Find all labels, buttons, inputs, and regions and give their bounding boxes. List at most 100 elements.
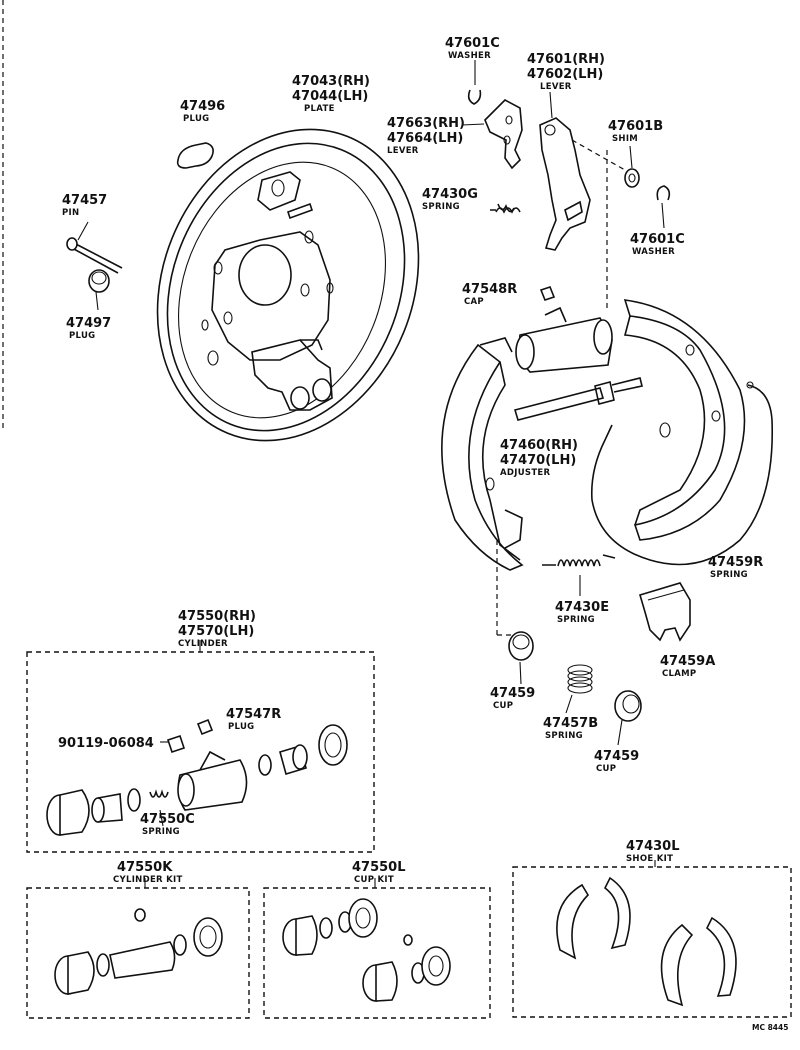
clamp-47459a-drawing <box>639 582 691 642</box>
part-name: LEVER <box>540 82 572 92</box>
label-cylinder-kit: 47550K CYLINDER KIT <box>113 860 183 885</box>
cup-kit-drawing <box>282 898 451 1002</box>
label-cup-b: 47459 CUP <box>594 749 639 774</box>
spring-47459r-drawing <box>590 381 774 566</box>
part-name: PLUG <box>69 331 95 341</box>
part-name: CAP <box>464 297 484 307</box>
part-number: 47497 <box>66 316 111 331</box>
part-number-lh: 47044(LH) <box>292 89 368 104</box>
reference-code: MC 8445 <box>752 1023 788 1032</box>
spring-47430e-drawing <box>542 554 616 596</box>
part-number-rh: 47663(RH) <box>387 116 465 131</box>
part-number: 47457 <box>62 193 107 208</box>
part-number: 47550K <box>117 860 173 875</box>
label-washer-top: 47601C WASHER <box>445 36 500 61</box>
cup-kit-box <box>263 887 491 1019</box>
part-number-rh: 47043(RH) <box>292 74 370 89</box>
part-name: PLUG <box>183 114 209 124</box>
part-name: CUP <box>493 701 513 711</box>
part-name: CUP <box>596 764 616 774</box>
part-name: LEVER <box>387 146 419 156</box>
part-number: 47548R <box>462 282 517 297</box>
label-bleeder: 90119-06084 <box>58 736 154 751</box>
part-number: 47601C <box>630 232 685 247</box>
part-number: 47547R <box>226 707 281 722</box>
part-number: 47430L <box>626 839 680 854</box>
washer-47601c-top-drawing <box>467 60 482 105</box>
part-number-lh: 47570(LH) <box>178 624 254 639</box>
part-name: SPRING <box>142 827 180 837</box>
label-plate: 47043(RH) 47044(LH) PLATE <box>292 74 370 114</box>
label-clamp: 47459A CLAMP <box>660 654 715 679</box>
part-number-rh: 47601(RH) <box>527 52 605 67</box>
label-lever-47601: 47601(RH) 47602(LH) LEVER <box>527 52 605 92</box>
label-lever-47663: 47663(RH) 47664(LH) LEVER <box>387 116 465 156</box>
part-number-lh: 47602(LH) <box>527 67 603 82</box>
part-name: CYLINDER <box>178 639 228 649</box>
label-spring-47550c: 47550C SPRING <box>140 812 195 837</box>
part-number: 47459 <box>490 686 535 701</box>
part-name: SPRING <box>422 202 460 212</box>
part-number: 47601C <box>445 36 500 51</box>
part-number-rh: 47460(RH) <box>500 438 578 453</box>
shoe-kit-drawing <box>556 876 737 1007</box>
part-number: 47459A <box>660 654 715 669</box>
spring-47430g-drawing <box>490 203 521 214</box>
part-number: 47430E <box>555 600 609 615</box>
label-spring-47430g: 47430G SPRING <box>422 187 478 212</box>
part-number: 47601B <box>608 119 663 134</box>
pin-47457-drawing <box>66 221 123 274</box>
plug-47496-drawing <box>176 142 214 169</box>
label-spring-47457b: 47457B SPRING <box>543 716 598 741</box>
cylinder-kit-drawing <box>54 908 223 995</box>
cup-47459-b-drawing <box>614 690 642 746</box>
part-number: 47496 <box>180 99 225 114</box>
part-name: SPRING <box>710 570 748 580</box>
adjuster-drawing <box>513 377 643 421</box>
backing-plate-drawing <box>156 128 420 442</box>
part-number-rh: 47550(RH) <box>178 609 256 624</box>
label-cup-kit: 47550L CUP KIT <box>352 860 406 885</box>
part-name: PIN <box>62 208 79 218</box>
part-number: 47459R <box>708 555 763 570</box>
label-washer-right: 47601C WASHER <box>630 232 685 257</box>
part-name: ADJUSTER <box>500 468 551 478</box>
wheel-cylinder-drawing <box>515 306 613 373</box>
part-name: CLAMP <box>662 669 696 679</box>
part-number: 47430G <box>422 187 478 202</box>
part-name: SPRING <box>545 731 583 741</box>
label-spring-47430e: 47430E SPRING <box>555 600 609 625</box>
shim-47601b-drawing <box>624 145 640 188</box>
label-plug-47497: 47497 PLUG <box>66 316 111 341</box>
part-name: WASHER <box>632 247 675 257</box>
part-number: 47550L <box>352 860 406 875</box>
cap-47548r-drawing <box>539 286 556 301</box>
cup-47459-a-drawing <box>508 631 534 685</box>
left-brake-shoe-drawing <box>441 337 524 571</box>
label-cylinder: 47550(RH) 47570(LH) CYLINDER <box>178 609 256 649</box>
label-shim: 47601B SHIM <box>608 119 663 144</box>
washer-47601c-right-drawing <box>656 185 671 229</box>
right-brake-shoe-drawing <box>623 299 746 541</box>
label-pin: 47457 PIN <box>62 193 107 218</box>
part-name: PLUG <box>228 722 254 732</box>
part-name: SHOE KIT <box>626 854 673 864</box>
part-name: SPRING <box>557 615 595 625</box>
part-name: CUP KIT <box>354 875 394 885</box>
plug-47497-drawing <box>88 269 110 311</box>
part-name: CYLINDER KIT <box>113 875 183 885</box>
part-name: WASHER <box>448 51 491 61</box>
part-number: 47550C <box>140 812 195 827</box>
part-number: 90119-06084 <box>58 736 154 751</box>
part-name: PLATE <box>304 104 335 114</box>
lever-47663-drawing <box>461 99 523 170</box>
label-adjuster: 47460(RH) 47470(LH) ADJUSTER <box>500 438 578 478</box>
label-shoe-kit: 47430L SHOE KIT <box>626 839 680 864</box>
label-spring-47459r: 47459R SPRING <box>708 555 763 580</box>
label-plug-47547r: 47547R PLUG <box>226 707 281 732</box>
part-name: SHIM <box>612 134 638 144</box>
label-cap: 47548R CAP <box>462 282 517 307</box>
cylinder-exploded-drawing <box>46 718 348 836</box>
part-number: 47459 <box>594 749 639 764</box>
